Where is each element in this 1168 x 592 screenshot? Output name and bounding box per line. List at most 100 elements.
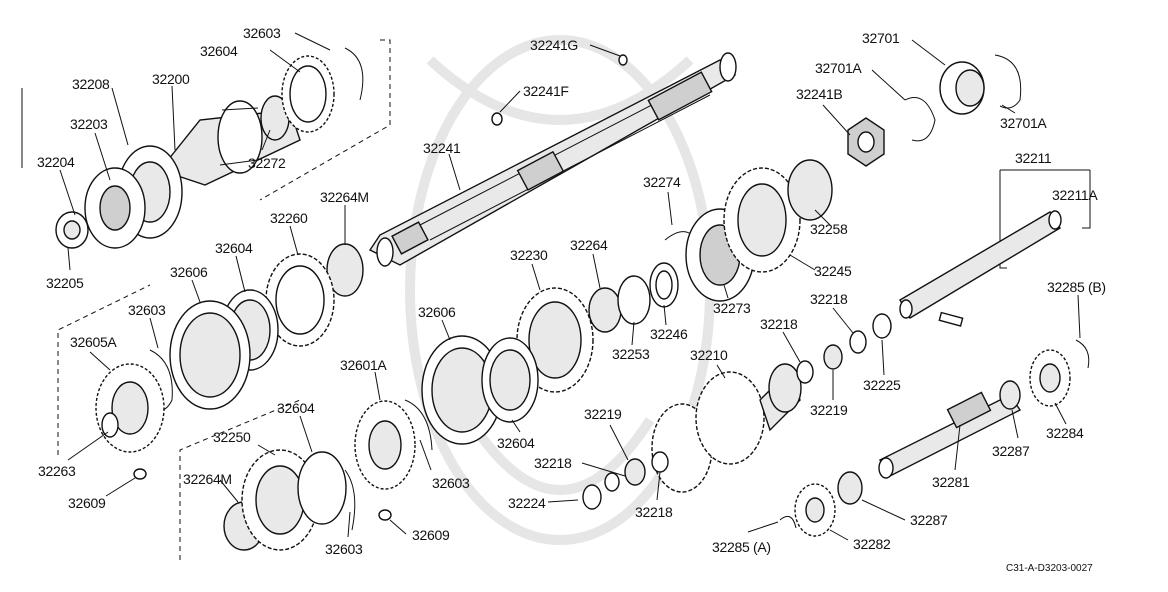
label-32253: 32253 bbox=[612, 346, 650, 362]
label-32604-top: 32604 bbox=[200, 43, 238, 59]
part-32604-synchro-ring-top bbox=[281, 55, 335, 133]
label-32282: 32282 bbox=[853, 536, 891, 552]
part-32210-countershaft-gear bbox=[651, 363, 802, 493]
label-32211A: 32211A bbox=[1052, 187, 1098, 203]
label-32219-b: 32219 bbox=[584, 406, 622, 422]
part-32204-bearing bbox=[84, 167, 146, 249]
label-32606-left: 32606 bbox=[170, 264, 208, 280]
label-32287-b: 32287 bbox=[910, 512, 948, 528]
part-32604-synchro-ring-right bbox=[481, 337, 539, 423]
label-32204: 32204 bbox=[37, 154, 75, 170]
label-32701A-left: 32701A bbox=[815, 60, 862, 76]
label-32241F: 32241F bbox=[523, 83, 569, 99]
label-32284: 32284 bbox=[1046, 425, 1084, 441]
label-32264: 32264 bbox=[570, 237, 608, 253]
part-32603-spring-mid bbox=[404, 399, 433, 451]
label-32609-left: 32609 bbox=[68, 495, 106, 511]
part-number-labels: 32603 32604 32208 32200 32203 32204 3220… bbox=[37, 25, 1106, 574]
part-32284-gear bbox=[1029, 349, 1071, 407]
part-32218-washer-a bbox=[849, 330, 867, 354]
label-32603-low: 32603 bbox=[325, 541, 363, 557]
label-32230: 32230 bbox=[510, 247, 548, 263]
label-32258: 32258 bbox=[810, 221, 848, 237]
part-32701-damper bbox=[939, 61, 985, 115]
label-32241G: 32241G bbox=[530, 37, 578, 53]
part-32218-washer-d bbox=[604, 472, 620, 492]
part-32604-synchro-ring-low bbox=[297, 451, 347, 525]
label-32218-b: 32218 bbox=[760, 316, 798, 332]
part-32219-needle-bearing-b bbox=[624, 458, 646, 486]
part-32246-thrust-washer bbox=[649, 262, 679, 308]
label-32601A: 32601A bbox=[340, 357, 387, 373]
part-32605A-hub bbox=[95, 363, 165, 453]
label-32285B: 32285 (B) bbox=[1047, 279, 1106, 295]
label-32272: 32272 bbox=[248, 155, 286, 171]
diagram-code: C31-A-D3203-0027 bbox=[1006, 563, 1093, 574]
label-32224: 32224 bbox=[508, 495, 546, 511]
label-32603-left: 32603 bbox=[128, 302, 166, 318]
label-32603-top: 32603 bbox=[243, 25, 281, 41]
label-32245: 32245 bbox=[814, 263, 852, 279]
part-32211-shaft-bracket bbox=[999, 169, 1091, 269]
label-32701: 32701 bbox=[862, 30, 900, 46]
part-32225-washer bbox=[872, 313, 892, 339]
label-32210: 32210 bbox=[690, 347, 728, 363]
part-32701A-snap-ring-left bbox=[904, 97, 936, 142]
label-32701A-right: 32701A bbox=[1000, 115, 1047, 131]
label-32287-a: 32287 bbox=[992, 443, 1030, 459]
label-32260: 32260 bbox=[270, 210, 308, 226]
label-32264M-low: 32264M bbox=[183, 471, 232, 487]
part-32603-spring-low bbox=[344, 469, 356, 531]
part-32609-key-low bbox=[378, 509, 392, 521]
part-32218-washer-c bbox=[651, 451, 669, 473]
label-32200: 32200 bbox=[152, 71, 190, 87]
part-32285A-snap-ring bbox=[779, 515, 797, 529]
part-32601A-hub bbox=[354, 400, 416, 490]
label-32263: 32263 bbox=[38, 463, 76, 479]
label-32219-a: 32219 bbox=[810, 402, 848, 418]
part-32264-needle-bearing bbox=[588, 287, 622, 333]
label-32274: 32274 bbox=[643, 174, 681, 190]
part-32701A-snap-ring-right bbox=[994, 54, 1022, 109]
label-32281: 32281 bbox=[932, 474, 970, 490]
part-32218-washer-b bbox=[796, 360, 814, 384]
label-32218-c: 32218 bbox=[534, 455, 572, 471]
part-32263-ring bbox=[101, 412, 119, 438]
label-32609-low: 32609 bbox=[412, 527, 450, 543]
part-32224-washer bbox=[582, 484, 602, 510]
label-32241: 32241 bbox=[423, 140, 461, 156]
label-32264M-top: 32264M bbox=[320, 189, 369, 205]
part-32253-collar bbox=[617, 275, 651, 325]
mainshaft-assembly-group bbox=[21, 39, 391, 249]
part-32241-countershaft bbox=[368, 52, 737, 267]
part-32281-reverse-shaft bbox=[878, 391, 1022, 479]
part-32211A-reverse-shaft bbox=[899, 210, 1062, 327]
part-32285B-snap-ring bbox=[1075, 339, 1090, 369]
label-32605A: 32605A bbox=[70, 334, 117, 350]
label-32218-a: 32218 bbox=[810, 291, 848, 307]
label-32218-d: 32218 bbox=[635, 504, 673, 520]
label-32250: 32250 bbox=[213, 429, 251, 445]
part-32241G-ball bbox=[618, 54, 628, 66]
part-32258-gear bbox=[787, 159, 833, 221]
label-32604-right: 32604 bbox=[497, 435, 535, 451]
label-32211: 32211 bbox=[1015, 150, 1052, 166]
leader-lines bbox=[59, 32, 1081, 541]
label-32604-low: 32604 bbox=[277, 400, 315, 416]
part-32241F-ball bbox=[491, 112, 503, 126]
part-32287-bearing-b bbox=[837, 471, 863, 505]
label-32203: 32203 bbox=[70, 116, 108, 132]
label-32606-mid: 32606 bbox=[418, 304, 456, 320]
label-32225: 32225 bbox=[863, 377, 901, 393]
part-32606-sleeve-left bbox=[169, 300, 251, 410]
part-32245-gear bbox=[723, 167, 801, 273]
label-32604-mid: 32604 bbox=[215, 240, 253, 256]
part-32282-gear bbox=[794, 483, 836, 537]
label-32208: 32208 bbox=[72, 76, 110, 92]
part-32603-spring-top bbox=[344, 47, 364, 101]
label-32241B: 32241B bbox=[796, 86, 842, 102]
part-32241B-locknut bbox=[847, 117, 885, 167]
label-32205: 32205 bbox=[46, 275, 84, 291]
label-32603-mid: 32603 bbox=[432, 475, 470, 491]
